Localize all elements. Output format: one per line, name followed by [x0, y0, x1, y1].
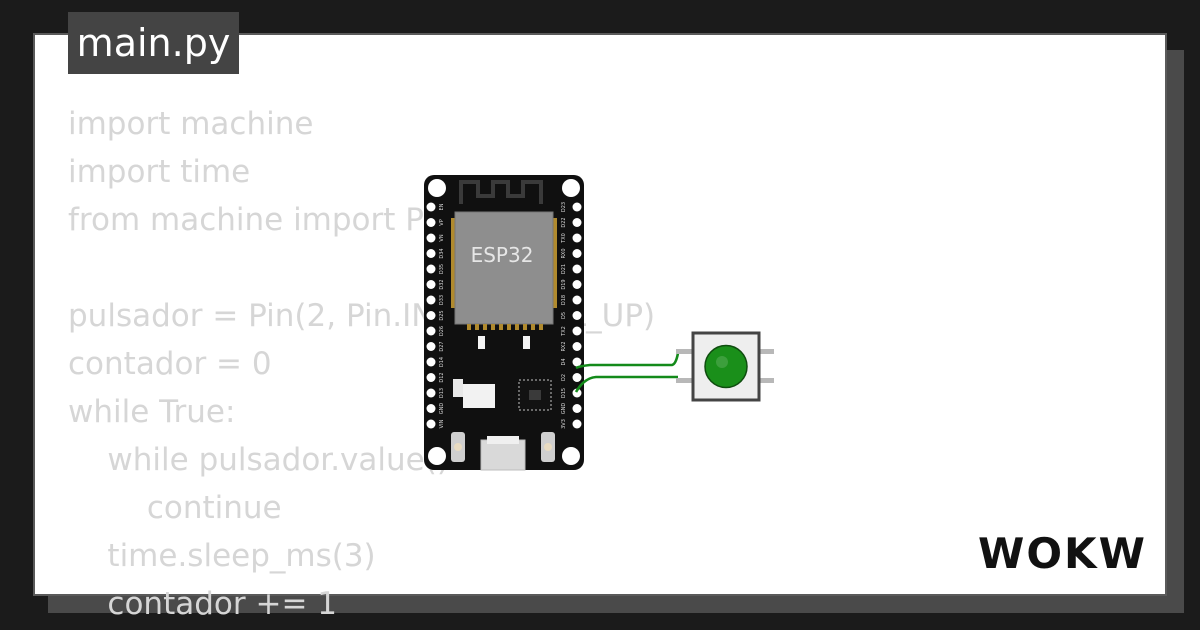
pin-hole[interactable] — [426, 388, 436, 398]
pin-hole[interactable] — [426, 280, 436, 289]
project-card — [33, 33, 1167, 596]
pin-label: D13 — [439, 388, 445, 398]
pin-label: RX2 — [561, 341, 567, 351]
pin-label: D2 — [561, 374, 567, 381]
pin-hole[interactable] — [572, 357, 582, 367]
pin-hole[interactable] — [426, 264, 436, 274]
pin-label: TX2 — [561, 326, 567, 337]
code-line: while True: — [68, 394, 236, 430]
pin-label: GND — [439, 403, 445, 415]
pin-hole[interactable] — [572, 388, 582, 398]
pin-label: D21 — [561, 264, 567, 274]
pin-label: D19 — [561, 279, 567, 289]
pin-label: RX0 — [561, 248, 567, 258]
wire-d2-to-button — [575, 352, 680, 370]
pin-hole[interactable] — [426, 404, 436, 413]
pin-label: VIN — [439, 419, 445, 428]
pin-label: VP — [439, 219, 445, 225]
pin-hole[interactable] — [572, 404, 582, 413]
pin-hole[interactable] — [572, 311, 582, 320]
pin-label: D14 — [439, 357, 445, 367]
pin-hole[interactable] — [426, 419, 436, 429]
code-line: import machine — [68, 106, 314, 142]
svg-text:WOKWi: WOKWi — [978, 529, 1150, 576]
pin-hole[interactable] — [426, 326, 436, 336]
pin-hole[interactable] — [426, 295, 436, 305]
pin-label: D27 — [439, 341, 445, 351]
code-line: while pulsador.value(): — [68, 442, 460, 478]
pin-hole[interactable] — [572, 326, 582, 336]
pin-hole[interactable] — [572, 295, 582, 305]
pin-label: TX0 — [561, 233, 567, 244]
pin-hole[interactable] — [572, 233, 582, 243]
pin-label: D26 — [439, 326, 445, 336]
esp32-board[interactable]: ESP32 ENVPVND34D35D32D33D25D26D27D14D12D… — [423, 174, 585, 471]
push-button[interactable] — [670, 330, 780, 405]
pin-label: D4 — [561, 358, 567, 365]
file-tab[interactable]: main.py — [68, 12, 239, 74]
wire-gnd-to-button — [574, 375, 678, 393]
pin-label: D35 — [439, 264, 445, 274]
pin-label: D12 — [439, 372, 445, 382]
pin-hole[interactable] — [572, 419, 582, 429]
pin-hole[interactable] — [426, 373, 436, 382]
pin-hole[interactable] — [426, 342, 436, 351]
pin-hole[interactable] — [426, 311, 436, 320]
wires — [574, 352, 680, 393]
code-line: continue — [68, 490, 282, 526]
pin-label: VN — [439, 234, 445, 241]
pin-label: D34 — [439, 248, 445, 258]
code-line: import time — [68, 154, 251, 190]
pin-label: GND — [561, 403, 567, 415]
pin-label: D15 — [561, 388, 567, 398]
pin-hole[interactable] — [426, 202, 436, 212]
pin-label: D18 — [561, 295, 567, 305]
pin-hole[interactable] — [572, 202, 582, 212]
pin-label: EN — [439, 203, 445, 210]
code-line: contador += 1 — [68, 586, 337, 622]
pin-label: D23 — [561, 202, 567, 212]
pin-hole[interactable] — [426, 218, 436, 227]
pin-hole[interactable] — [572, 373, 582, 382]
code-line: time.sleep_ms(3) — [68, 538, 376, 574]
pin-hole[interactable] — [426, 357, 436, 367]
board-label: ESP32 — [471, 243, 534, 267]
pin-hole[interactable] — [572, 280, 582, 289]
pin-hole[interactable] — [572, 342, 582, 351]
pin-hole[interactable] — [572, 264, 582, 274]
pin-hole[interactable] — [426, 249, 436, 258]
wokwi-logo: WOKWi — [978, 529, 1150, 576]
code-line: contador = 0 — [68, 346, 272, 382]
pin-label: D25 — [439, 310, 445, 320]
pin-label: D32 — [439, 279, 445, 289]
pin-hole[interactable] — [572, 218, 582, 227]
pin-label: D33 — [439, 295, 445, 305]
pin-label: 3V3 — [561, 419, 567, 429]
pin-label: D5 — [561, 312, 567, 319]
pin-hole[interactable] — [426, 233, 436, 243]
pin-hole[interactable] — [572, 249, 582, 258]
file-tab-label: main.py — [76, 21, 231, 65]
pin-label: D22 — [561, 217, 567, 227]
